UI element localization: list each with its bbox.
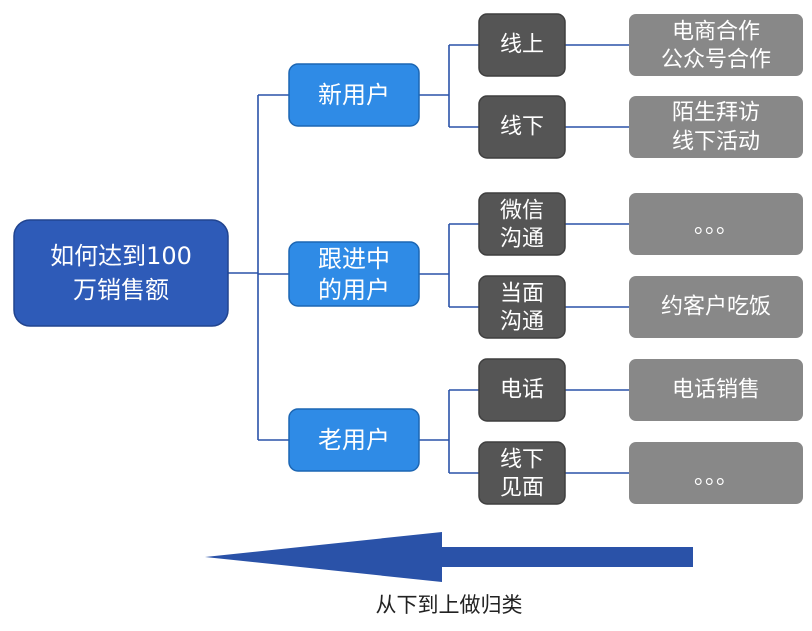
category-label: 新用户 bbox=[318, 81, 390, 109]
channel-node-phone: 电话 bbox=[478, 358, 566, 422]
leaf-node-ellipsis: 。。。 bbox=[629, 442, 803, 504]
category-node-old-users: 老用户 bbox=[288, 408, 420, 472]
channel-label: 电话 bbox=[500, 378, 544, 403]
channel-node-wechat: 微信 沟通 bbox=[478, 192, 566, 256]
leaf-line-1: 陌生拜访 bbox=[672, 101, 760, 126]
channel-label-line-2: 沟通 bbox=[500, 227, 544, 252]
leaf-box bbox=[629, 193, 803, 255]
channel-node-offline: 线下 bbox=[478, 95, 566, 159]
leaf-box bbox=[629, 359, 803, 421]
root-line-1: 如何达到100 bbox=[50, 242, 192, 270]
category-label-line-1: 跟进中 bbox=[318, 245, 390, 273]
channel-label-line-1: 线下 bbox=[500, 448, 544, 473]
channel-label-line-1: 当面 bbox=[500, 282, 544, 307]
caption: 从下到上做归类 bbox=[376, 593, 523, 617]
leaf-node-cold-visit: 陌生拜访 线下活动 bbox=[629, 96, 803, 158]
leaf-box bbox=[629, 442, 803, 504]
leaf-box bbox=[629, 14, 803, 76]
category-box bbox=[288, 408, 420, 472]
channel-box bbox=[478, 95, 566, 159]
channel-label: 线上 bbox=[500, 33, 544, 58]
leaf-box bbox=[629, 96, 803, 158]
root-line-2: 万销售额 bbox=[73, 276, 169, 304]
root-box bbox=[13, 219, 229, 327]
category-node-new-users: 新用户 bbox=[288, 63, 420, 127]
channel-label-line-2: 沟通 bbox=[500, 310, 544, 335]
root-node: 如何达到100 万销售额 bbox=[13, 219, 229, 327]
channel-node-offline-meeting: 线下 见面 bbox=[478, 441, 566, 505]
category-label: 老用户 bbox=[318, 426, 390, 454]
category-box bbox=[288, 63, 420, 127]
channel-box bbox=[478, 13, 566, 77]
leaf-line-1: 。。。 bbox=[694, 465, 738, 490]
leaf-line-1: 。。。 bbox=[694, 214, 738, 239]
channel-node-online: 线上 bbox=[478, 13, 566, 77]
channel-node-face-to-face: 当面 沟通 bbox=[478, 275, 566, 339]
arrow-left-icon bbox=[205, 532, 693, 582]
category-node-following-users: 跟进中 的用户 bbox=[288, 241, 420, 307]
connector-lines bbox=[228, 44, 629, 474]
leaf-box bbox=[629, 276, 803, 338]
leaf-node-dinner: 约客户吃饭 bbox=[629, 276, 803, 338]
channel-box bbox=[478, 358, 566, 422]
channel-label-line-2: 见面 bbox=[500, 476, 544, 501]
leaf-line-2: 公众号合作 bbox=[661, 48, 771, 73]
leaf-line-1: 约客户吃饭 bbox=[661, 295, 771, 320]
leaf-line-1: 电话销售 bbox=[672, 378, 760, 403]
leaf-line-2: 线下活动 bbox=[672, 130, 760, 155]
leaf-node-ellipsis: 。。。 bbox=[629, 193, 803, 255]
channel-box bbox=[478, 192, 566, 256]
channel-box bbox=[478, 275, 566, 339]
leaf-line-1: 电商合作 bbox=[672, 20, 760, 45]
channel-label: 线下 bbox=[500, 115, 544, 140]
category-box bbox=[288, 241, 420, 307]
channel-box bbox=[478, 441, 566, 505]
leaf-node-ecommerce: 电商合作 公众号合作 bbox=[629, 14, 803, 76]
category-label-line-2: 的用户 bbox=[318, 276, 390, 304]
leaf-node-phone-sales: 电话销售 bbox=[629, 359, 803, 421]
channel-label-line-1: 微信 bbox=[500, 199, 544, 224]
